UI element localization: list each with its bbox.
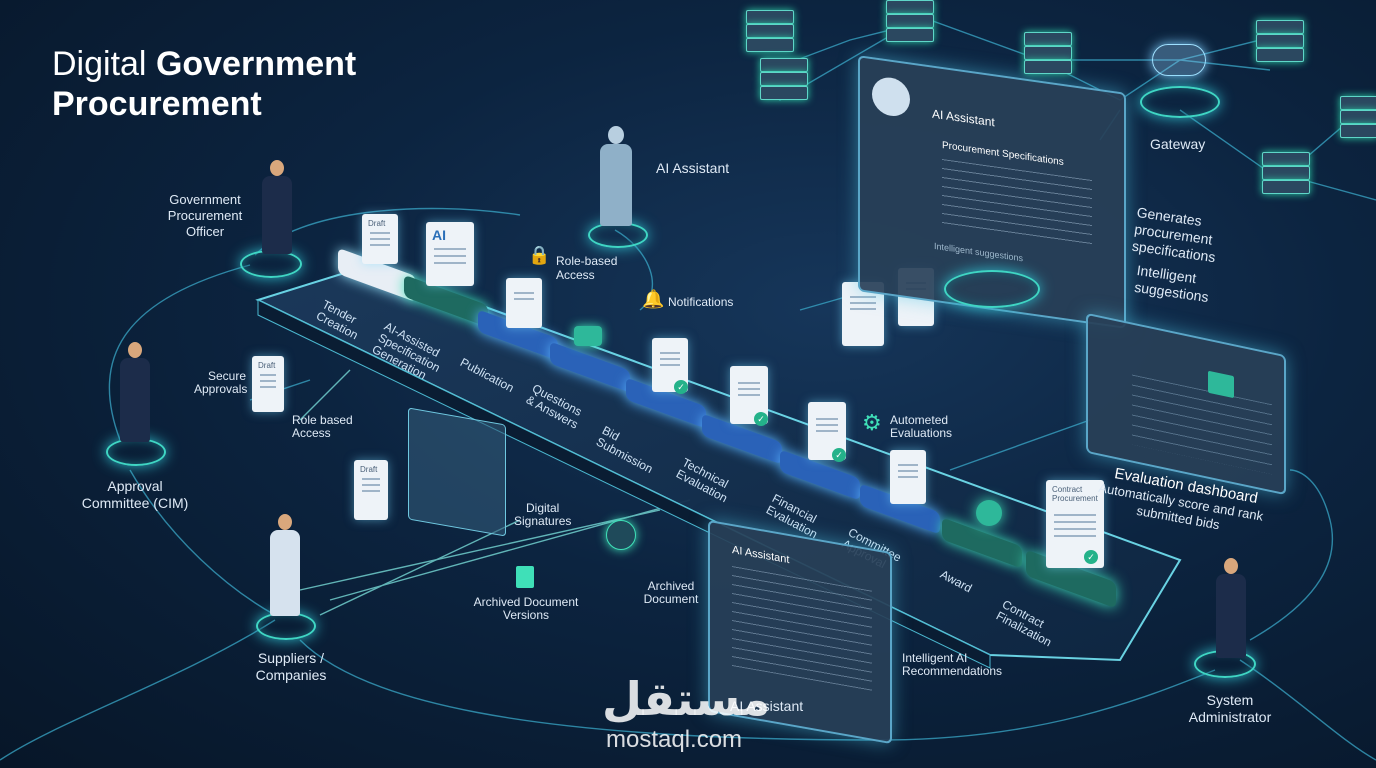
award-badge-icon — [976, 500, 1002, 526]
approval-document: Draft — [252, 356, 284, 412]
bell-icon: 🔔 — [642, 289, 665, 309]
technical-document: ✓ — [730, 366, 768, 426]
ai-doc-title: AI — [432, 227, 446, 243]
monitor-top-lines — [942, 158, 1092, 251]
ai-robot-figure — [600, 144, 632, 226]
supplier-doc-title: Draft — [360, 465, 378, 474]
check-icon: ✓ — [674, 380, 688, 394]
robot-avatar-icon — [872, 75, 910, 119]
server-icon — [886, 0, 934, 50]
server-icon — [1262, 152, 1310, 202]
server-icon — [746, 10, 794, 60]
archived-document-label: Archived Document — [643, 579, 699, 606]
title-bold-2: Procurement — [52, 85, 262, 123]
archived-versions-label: Archived Document Versions — [473, 595, 579, 622]
watermark-arabic: مستقل — [602, 672, 771, 726]
notifications-label: Notifications — [668, 295, 734, 309]
admin-figure — [1216, 574, 1246, 658]
officer-figure — [262, 176, 292, 254]
gear-icon: ⚙ — [862, 410, 882, 435]
chat-icon — [574, 326, 602, 346]
role-based-access-top-label: Role-based Access — [556, 254, 618, 282]
approval-avatar — [128, 342, 142, 358]
approval-label: Approval Committee (CIM) — [81, 478, 189, 511]
gateway-ring — [1140, 86, 1220, 118]
draft-doc-title: Draft — [368, 219, 386, 228]
approval-figure — [120, 358, 150, 442]
ai-bottom-label: AI Assistant — [730, 698, 804, 714]
title-light: Digital — [52, 45, 156, 83]
officer-label: Government Procurement Officer — [167, 192, 243, 239]
bid-document: ✓ — [652, 338, 688, 394]
signature-panel — [408, 407, 506, 537]
publication-document — [506, 278, 542, 328]
suppliers-ring — [256, 612, 316, 640]
signature-icon — [606, 520, 636, 550]
approval-ring — [106, 438, 166, 466]
supplier-document: Draft — [354, 460, 388, 520]
ai-robot-head — [608, 126, 624, 144]
server-icon — [1024, 32, 1072, 82]
check-icon: ✓ — [754, 412, 768, 426]
intelligent-ai-label: Intelligent AI Recommendations — [902, 651, 1003, 678]
role-based-access-left-label: Role based Access — [292, 413, 353, 440]
secure-approvals-label: Secure Approvals — [194, 369, 248, 396]
monitor-top-footer: Intelligent suggestions — [934, 240, 1024, 264]
draft-document: Draft — [362, 214, 398, 264]
ai-document: AI — [426, 222, 474, 286]
server-icon — [1340, 96, 1376, 146]
archive-file-icon — [516, 566, 534, 588]
ai-top-label: AI Assistant — [656, 160, 730, 176]
suppliers-label: Suppliers / Companies — [255, 650, 327, 683]
approval-doc-title: Draft — [258, 361, 276, 370]
committee-document — [890, 450, 926, 504]
title-bold-1: Government — [155, 45, 357, 83]
server-icon — [1256, 20, 1304, 70]
officer-avatar — [270, 160, 284, 176]
watermark-latin: mostaql.com — [606, 726, 743, 753]
supplier-avatar — [278, 514, 292, 530]
monitor-base-ring — [944, 270, 1040, 308]
contract-document: Contract Procurement ✓ — [1046, 480, 1104, 568]
monitor-bottom-header: AI Assistant — [732, 544, 790, 567]
supplier-figure — [270, 530, 300, 616]
admin-label: System Administrator — [1188, 692, 1272, 725]
gateway-label: Gateway — [1150, 136, 1206, 152]
digital-signatures-label: Digital Signatures — [514, 501, 572, 528]
financial-document: ✓ — [808, 402, 846, 462]
check-icon: ✓ — [1084, 550, 1098, 564]
lock-icon: 🔒 — [528, 245, 551, 265]
automated-evaluations-label: Autometed Evaluations — [890, 413, 953, 440]
officer-ring — [240, 250, 302, 278]
contract-doc-title: Contract Procurement — [1052, 485, 1098, 503]
check-icon: ✓ — [832, 448, 846, 462]
page-title: Digital Government Procurement — [52, 44, 356, 124]
server-icon — [760, 58, 808, 108]
dashboard-grid — [1132, 374, 1272, 475]
cloud-icon — [1152, 44, 1206, 76]
admin-avatar — [1224, 558, 1238, 574]
monitor-top-header: AI Assistant — [932, 106, 995, 130]
